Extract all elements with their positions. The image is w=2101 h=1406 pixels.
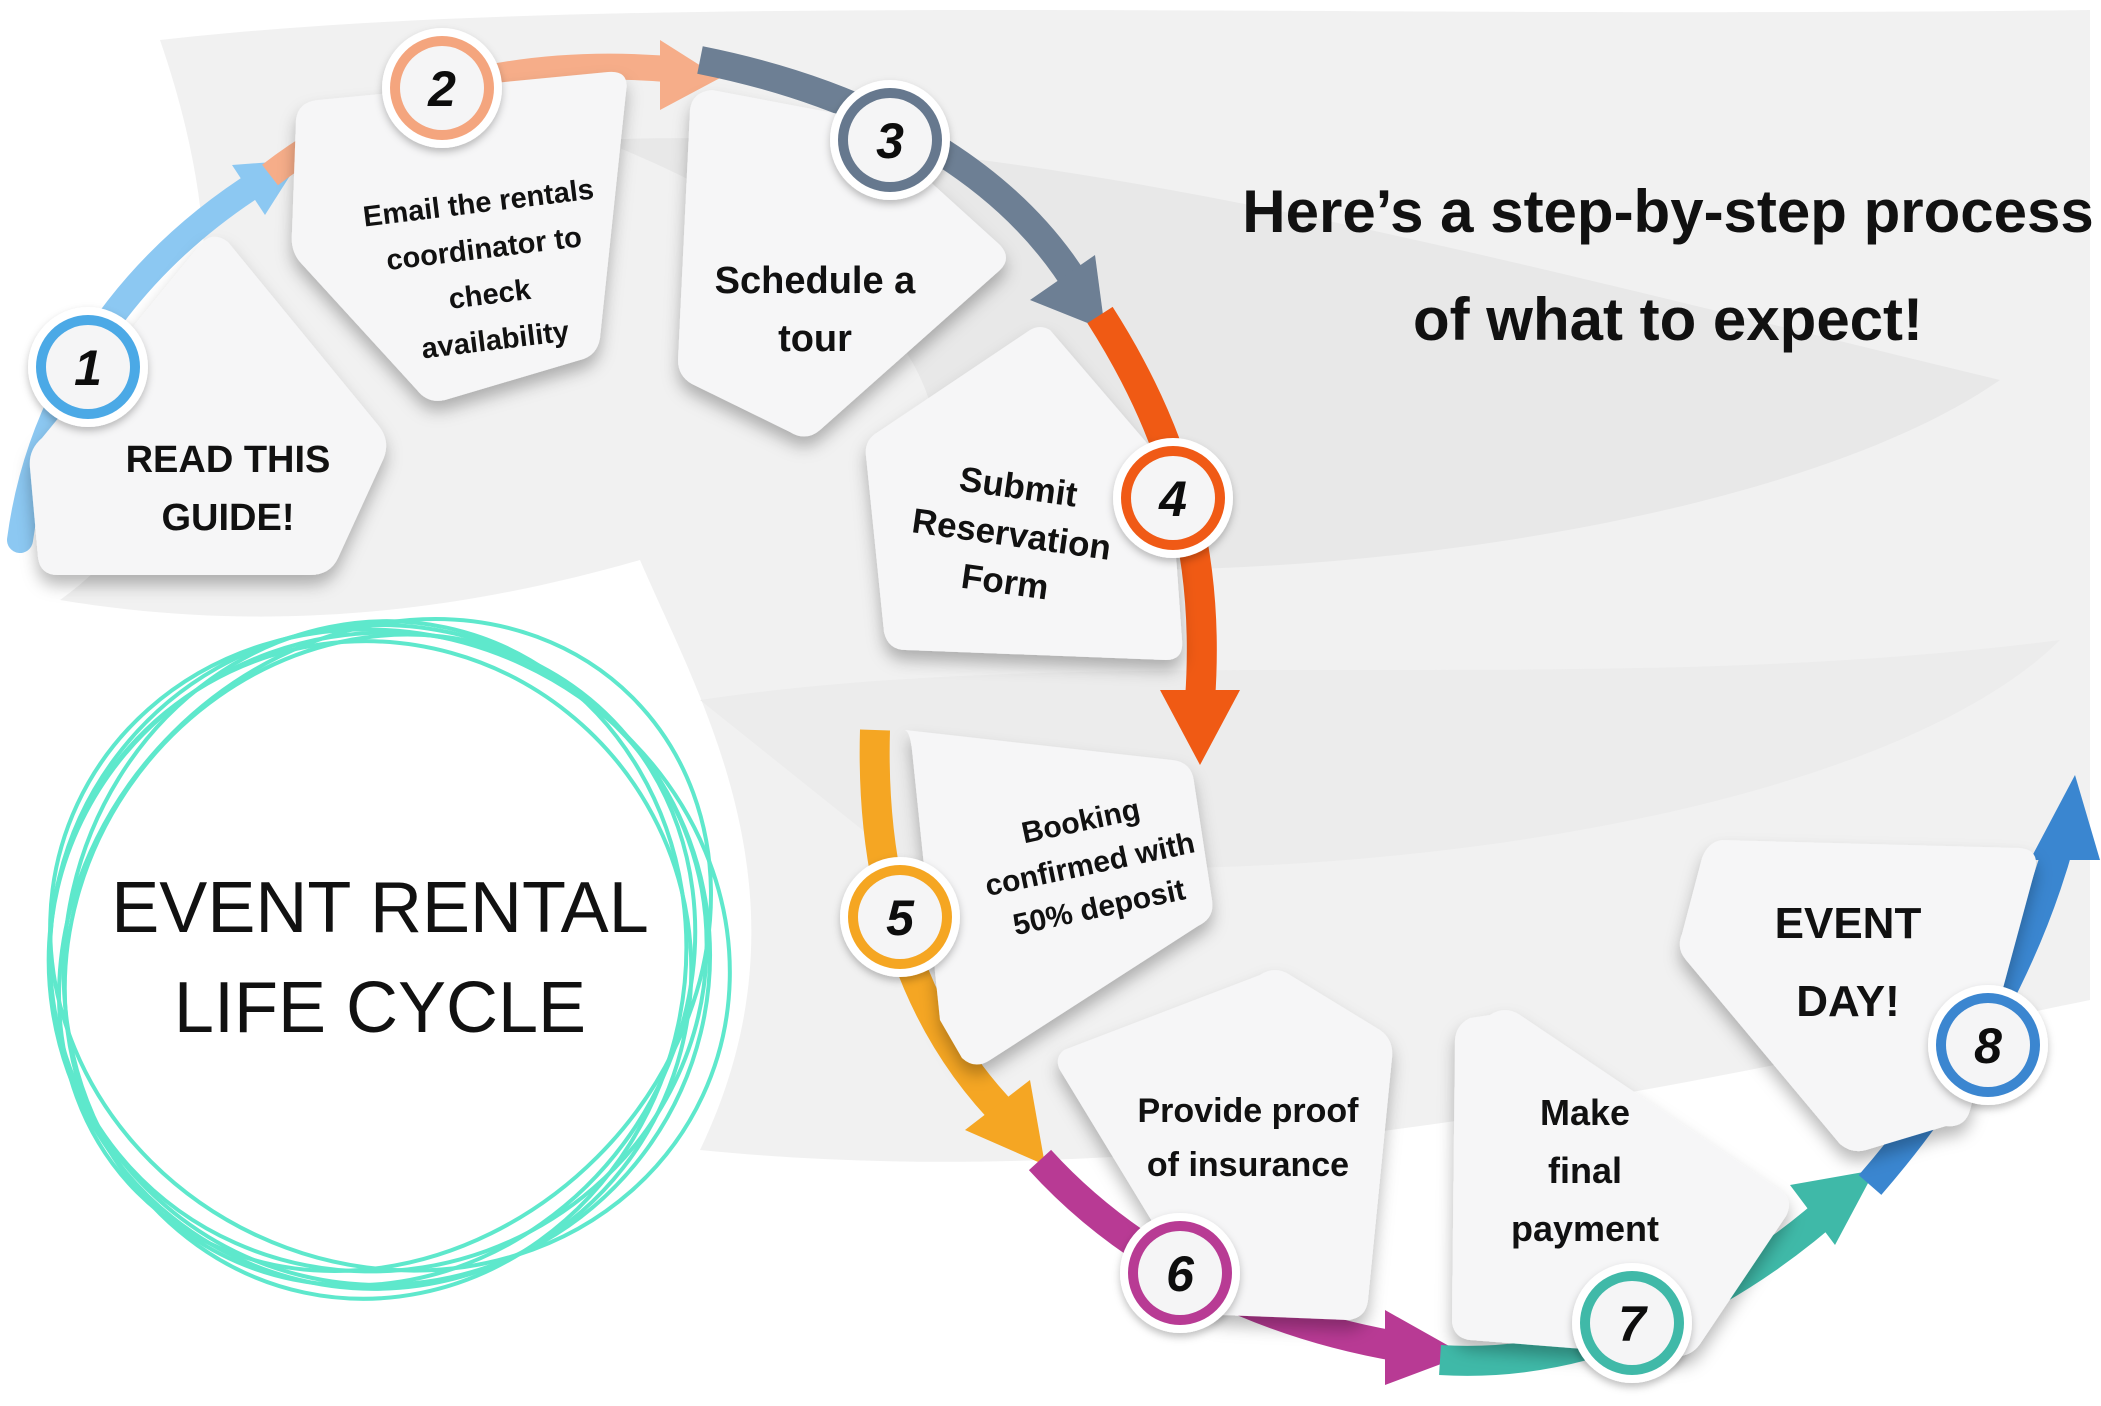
step-number: 1 <box>74 340 102 396</box>
step-number: 7 <box>1618 1296 1648 1352</box>
arrowhead-step-2 <box>660 40 720 110</box>
card-step-7 <box>1452 1010 1789 1357</box>
step-label-line: payment <box>1511 1208 1659 1249</box>
arrowhead-step-7 <box>1790 1170 1875 1245</box>
step-badge-2: 2 <box>382 28 502 148</box>
badge-inner-disc <box>1946 1003 2030 1087</box>
step-label-line: GUIDE! <box>162 497 295 539</box>
arrowhead-step-6 <box>1385 1310 1465 1385</box>
arrowhead-step-5 <box>965 1080 1045 1165</box>
step-label-line: Provide proof <box>1137 1092 1359 1130</box>
step-cards <box>29 71 2036 1357</box>
badge-inner-disc <box>400 46 484 130</box>
step-label-1: READ THIS GUIDE! <box>126 439 331 539</box>
step-label-line: DAY! <box>1796 977 1900 1026</box>
step-number: 8 <box>1974 1018 2002 1074</box>
step-label-line: Make <box>1540 1092 1630 1133</box>
step-label-line: EVENT <box>1775 899 1922 948</box>
step-badge-3: 3 <box>830 80 950 200</box>
step-label-3: Schedule a tour <box>715 260 916 360</box>
step-number: 2 <box>427 61 456 117</box>
card-step-4 <box>865 327 1183 660</box>
step-badge-6: 6 <box>1120 1213 1240 1333</box>
step-label-line: Schedule a <box>715 260 916 302</box>
arrowhead-step-8 <box>2030 775 2100 860</box>
card-step-1 <box>29 236 387 575</box>
step-label-line: READ THIS <box>126 439 331 481</box>
title-line-1: EVENT RENTAL <box>111 868 648 948</box>
arrowhead-step-3 <box>1030 255 1105 330</box>
badge-inner-disc <box>1590 1281 1674 1365</box>
step-number: 6 <box>1166 1246 1195 1302</box>
title-scribble <box>46 617 732 1301</box>
step-label-line: tour <box>778 318 852 360</box>
heading-line-2: of what to expect! <box>1413 286 1923 353</box>
step-badge-7: 7 <box>1572 1263 1692 1383</box>
badge-inner-disc <box>1138 1231 1222 1315</box>
step-label-8: EVENT DAY! <box>1775 899 1922 1026</box>
step-label-7: Make final payment <box>1511 1092 1659 1249</box>
step-badge-8: 8 <box>1928 985 2048 1105</box>
title-line-2: LIFE CYCLE <box>174 968 586 1048</box>
card-step-6 <box>1057 970 1393 1320</box>
step-badge-4: 4 <box>1113 438 1233 558</box>
step-number: 4 <box>1158 471 1187 527</box>
badge-inner-disc <box>1131 456 1215 540</box>
step-number-badges: 1 2 3 4 5 6 7 8 <box>28 28 2048 1383</box>
step-badge-5: 5 <box>840 857 960 977</box>
card-step-2 <box>291 71 627 401</box>
badge-inner-disc <box>46 325 130 409</box>
card-step-5 <box>905 730 1213 1065</box>
step-number: 3 <box>876 113 904 169</box>
step-label-6: Provide proof of insurance <box>1137 1092 1359 1184</box>
badge-inner-disc <box>858 875 942 959</box>
heading-line-1: Here’s a step-by-step process <box>1242 178 2093 245</box>
step-badge-1: 1 <box>28 307 148 427</box>
step-label-line: of insurance <box>1147 1146 1349 1184</box>
step-number: 5 <box>886 890 915 946</box>
step-label-line: final <box>1548 1150 1622 1191</box>
arrowhead-step-4 <box>1160 690 1240 765</box>
badge-inner-disc <box>848 98 932 182</box>
